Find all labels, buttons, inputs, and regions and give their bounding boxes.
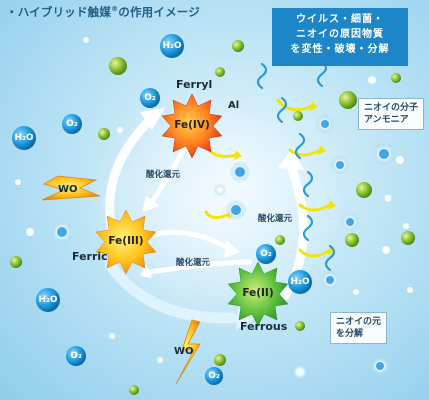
h2o-molecule: H₂O bbox=[162, 41, 182, 51]
wo-label-top: WO bbox=[58, 184, 78, 195]
h2o-molecule: H₂O bbox=[14, 133, 34, 143]
ferryl-star bbox=[161, 93, 223, 159]
wo-lightning-bottom bbox=[175, 319, 201, 385]
redox-label-1: 酸化還元 bbox=[146, 170, 181, 180]
h2o-molecule: H₂O bbox=[38, 295, 58, 305]
o2-molecule: O₂ bbox=[66, 119, 78, 129]
o2-molecule: O₂ bbox=[208, 371, 220, 381]
ferric-label: Ferric bbox=[72, 250, 108, 263]
h2o-molecule: H₂O bbox=[290, 277, 310, 287]
effect-callout: ウイルス・細菌・ ニオイの原因物質 を変性・破壊・分解 bbox=[272, 8, 408, 66]
page-title: ・ハイブリッド触媒®の作用イメージ bbox=[6, 5, 200, 19]
blue-molecules bbox=[12, 34, 312, 385]
ferryl-symbol: Fe(IV) bbox=[174, 119, 210, 131]
o2-molecule: O₂ bbox=[260, 249, 272, 259]
inner-arrows bbox=[147, 139, 253, 275]
virus-particles bbox=[51, 115, 395, 380]
ferryl-label: Ferryl bbox=[176, 78, 213, 91]
redox-label-3: 酸化還元 bbox=[176, 258, 211, 268]
redox-label-2: 酸化還元 bbox=[258, 214, 293, 224]
wo-lightning-top bbox=[41, 175, 101, 201]
o2-molecule: O₂ bbox=[144, 93, 156, 103]
decompose-tag: ニオイの元 を分解 bbox=[330, 312, 388, 344]
ferric-star bbox=[95, 209, 157, 275]
ferrous-star bbox=[227, 261, 289, 327]
ferrous-symbol: Fe(II) bbox=[242, 287, 274, 299]
o2-molecule: O₂ bbox=[70, 351, 82, 361]
ferrous-label: Ferrous bbox=[240, 320, 288, 333]
ferric-symbol: Fe(III) bbox=[108, 235, 144, 247]
yellow-arrows bbox=[204, 98, 332, 258]
wo-label-bottom: WO bbox=[174, 346, 194, 357]
virus-waves bbox=[256, 60, 336, 272]
green-particles bbox=[10, 40, 415, 395]
al-label: Al bbox=[228, 100, 240, 111]
odor-molecule-tag: ニオイの分子 アンモニア bbox=[358, 98, 425, 130]
